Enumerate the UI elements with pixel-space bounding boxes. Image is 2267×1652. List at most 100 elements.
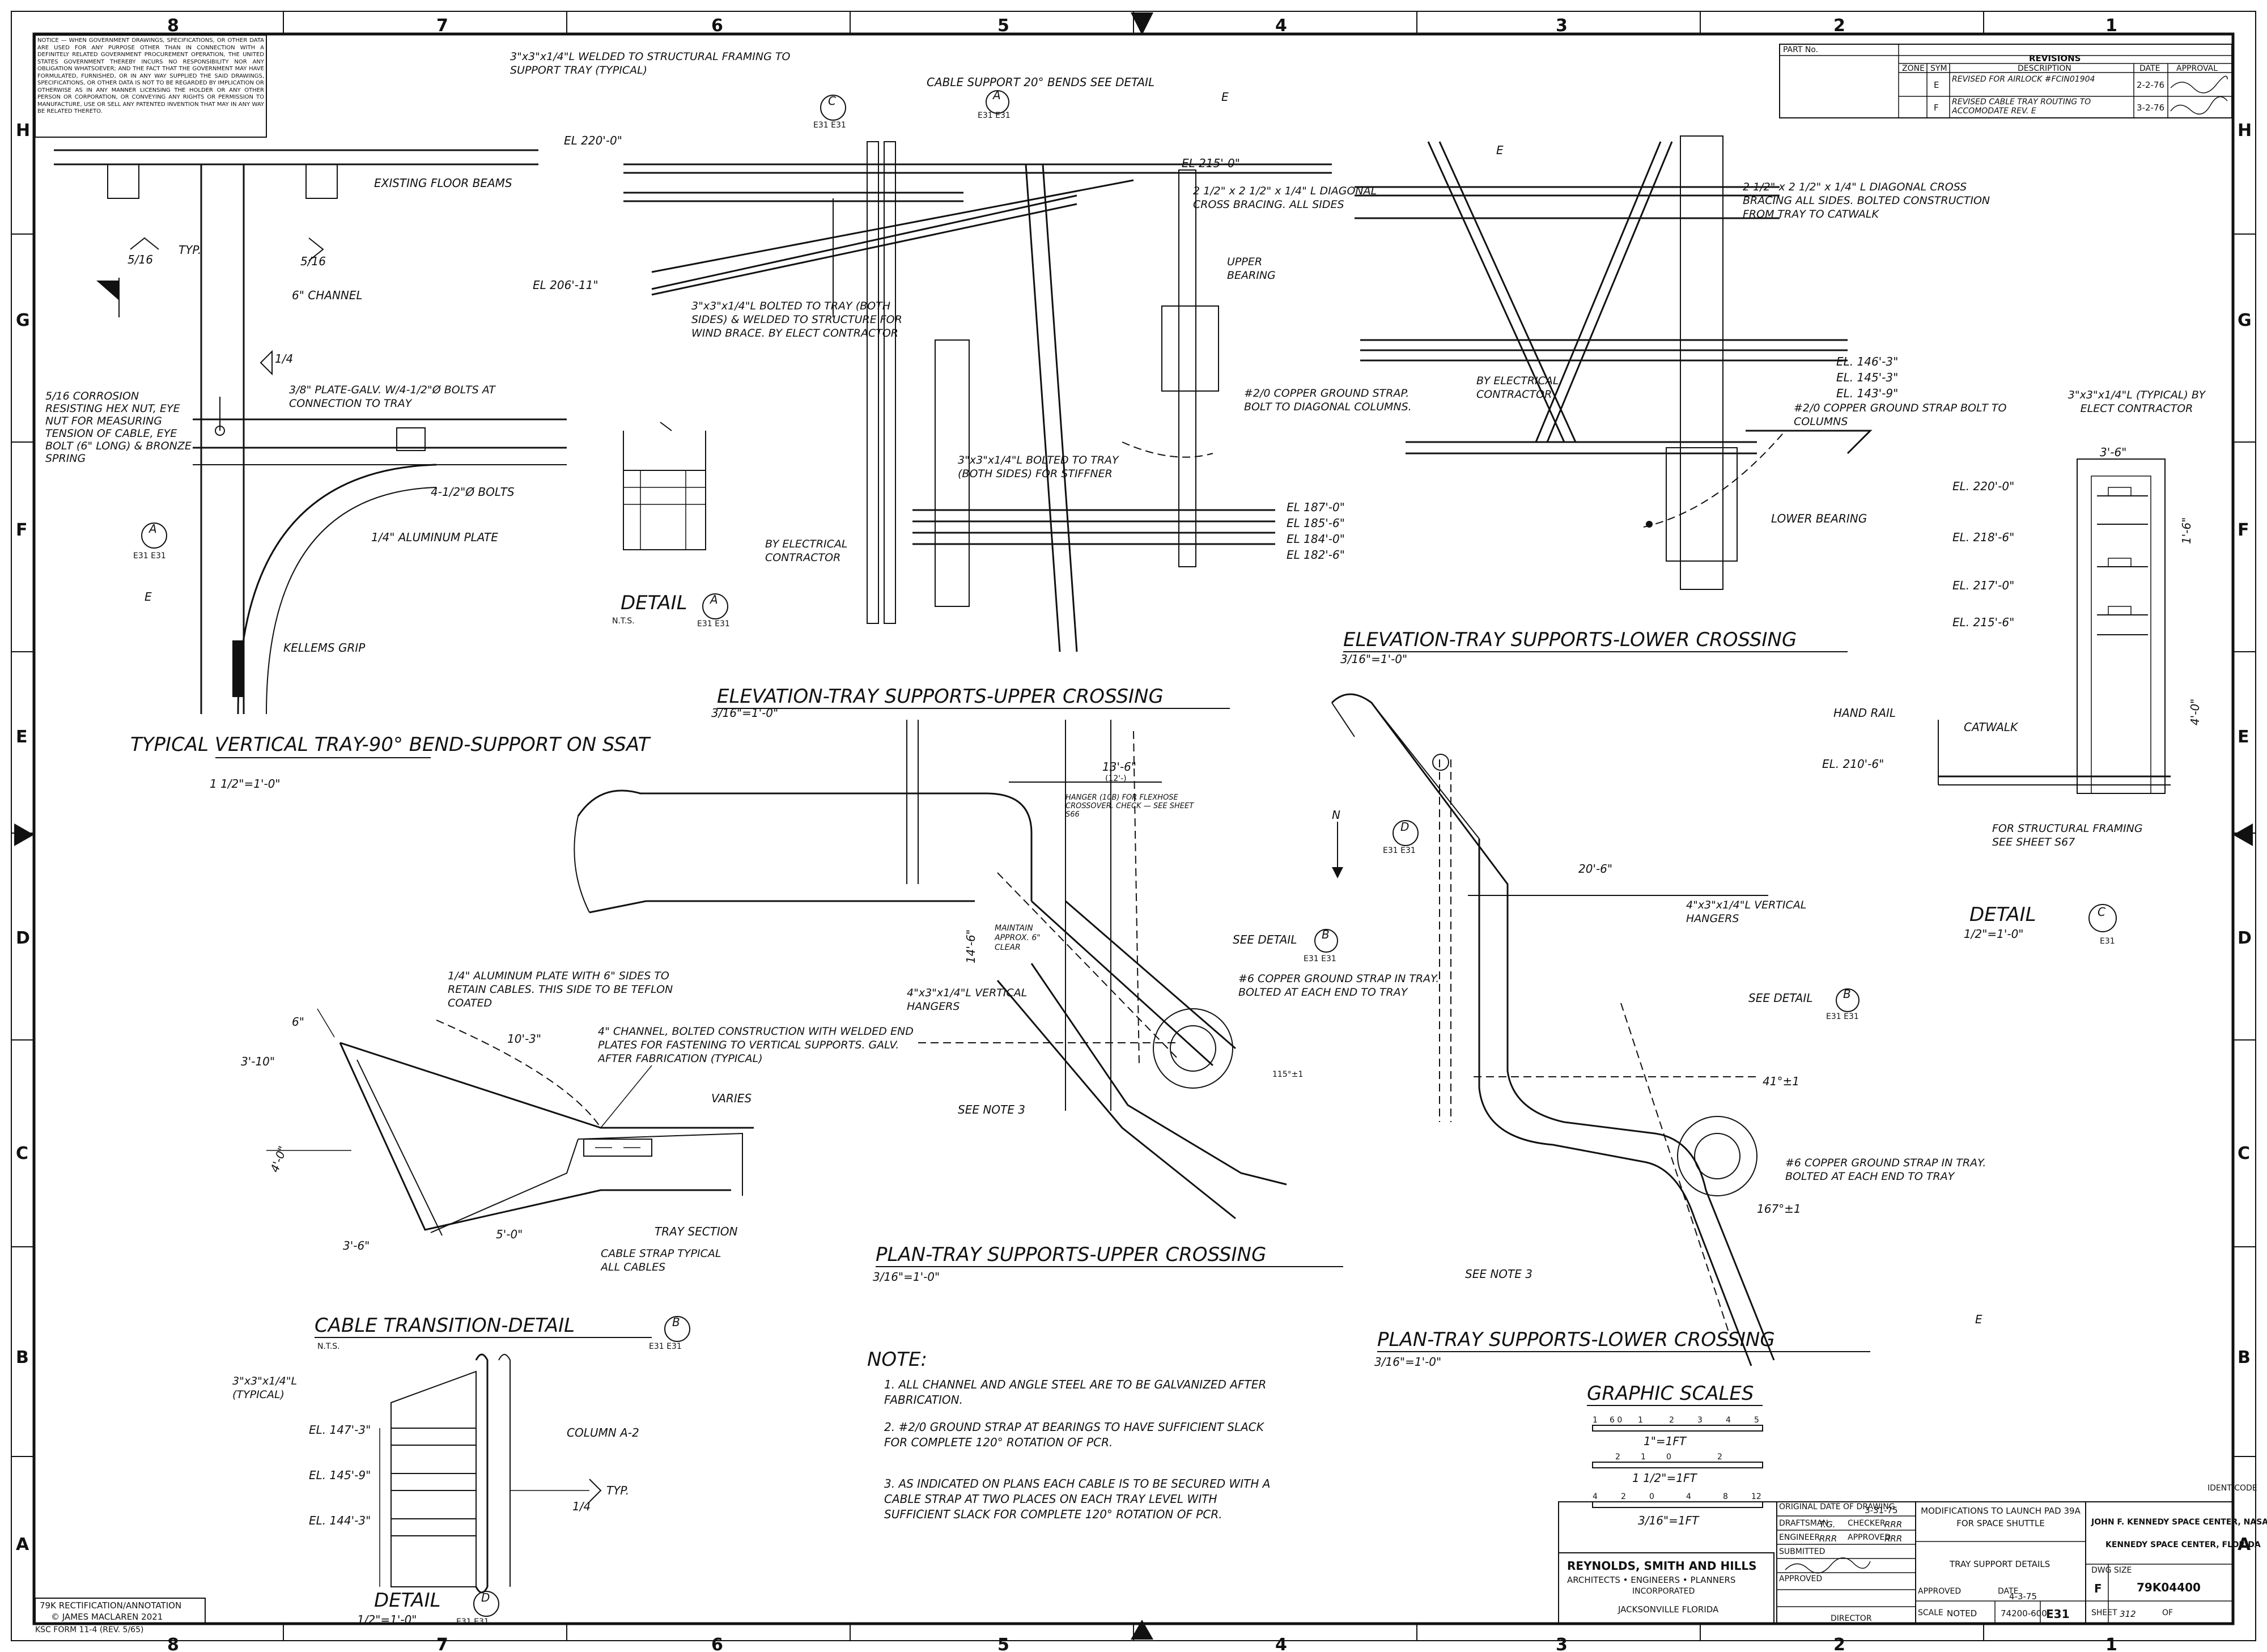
tb-nasa: JOHN F. KENNEDY SPACE CENTER, NASA <box>2091 1518 2267 1527</box>
scale1-tick-2: 1 <box>1638 1416 1643 1425</box>
lower-elevation-view: E 2 1/2" x 2 1/2" x 1/4" L DIAGONAL CROS… <box>1340 135 2006 666</box>
tb-dwg-size-label: DWG SIZE <box>2091 1566 2132 1575</box>
tb-approved-label: APPROVED <box>1848 1533 1891 1542</box>
upper-plan-scale: 3/16"=1'-0" <box>873 1270 940 1284</box>
detail-c-letter: C <box>2098 905 2105 919</box>
vt-weld-1: 5/16 <box>128 253 153 266</box>
detail-d-el147: EL. 147'-3" <box>309 1423 371 1437</box>
lower-plan-see-note: SEE NOTE 3 <box>1465 1267 1532 1281</box>
vertical-tray-view: EXISTING FLOOR BEAMS TYP. 5/16 5/16 6" C… <box>45 149 651 791</box>
detail-b-varies: VARIES <box>711 1092 752 1105</box>
lower-plan-title: PLAN-TRAY SUPPORTS-LOWER CROSSING <box>1377 1328 1775 1351</box>
upper-elev-el185: EL 185'-6" <box>1287 516 1345 530</box>
vt-bolts: 4-1/2"Ø BOLTS <box>431 485 515 499</box>
detail-c-scale: 1/2"=1'-0" <box>1964 927 2024 941</box>
vt-channel: 6" CHANNEL <box>292 288 363 302</box>
detail-b-letter: B <box>672 1315 680 1329</box>
detail-d-typ: TYP. <box>606 1484 629 1497</box>
detail-d-letter: D <box>481 1591 490 1604</box>
vt-rev-mark: E <box>145 590 152 604</box>
tb-job-no: 74200-600 <box>2001 1608 2047 1619</box>
detail-d-weld: 1/4 <box>572 1500 591 1513</box>
notes-heading: NOTE: <box>867 1348 927 1371</box>
scale2-tick-1: 1 <box>1641 1453 1646 1462</box>
vt-callout-letter: A <box>148 522 157 536</box>
zone-col-2-bottom: 2 <box>1833 1635 1845 1652</box>
scale1-caption: 1"=1FT <box>1644 1434 1687 1448</box>
upper-elev-el215: EL 215'-0" <box>1182 156 1240 170</box>
detail-b-dim6: 5'-0" <box>496 1228 523 1241</box>
lower-plan-rev: E <box>1975 1313 1982 1326</box>
detail-a-title: DETAIL <box>621 592 687 614</box>
upper-plan-dim: 13'-6" <box>1102 760 1136 774</box>
upper-plan-detail-b-sheet: E31 E31 <box>1304 954 1336 963</box>
zone-col-3-bottom: 3 <box>1556 1635 1568 1652</box>
upper-elev-bolted: 3"x3"x1/4"L BOLTED TO TRAY (BOTH SIDES) … <box>691 300 902 339</box>
lower-elev-title: ELEVATION-TRAY SUPPORTS-LOWER CROSSING <box>1343 628 1797 651</box>
sheet-border <box>11 11 2256 1641</box>
detail-d-circle <box>473 1591 499 1617</box>
vt-grip: KELLEMS GRIP <box>283 641 366 655</box>
notice-text: NOTICE — WHEN GOVERNMENT DRAWINGS, SPECI… <box>37 37 264 114</box>
detail-d-el144: EL. 144'-3" <box>309 1514 371 1527</box>
detail-b-dim1: 6" <box>292 1015 304 1029</box>
lower-elev-scale: 3/16"=1'-0" <box>1340 652 1407 666</box>
upper-plan-angle: 115°±1 <box>1272 1070 1303 1079</box>
detail-c-title: DETAIL <box>1969 903 2036 926</box>
detail-c-el215: EL. 215'-6" <box>1952 615 2014 629</box>
zone-col-2: 2 <box>1833 16 1845 36</box>
upper-elev-upper-bearing: UPPER BEARING <box>1227 256 1276 282</box>
tb-checker: RRR <box>1884 1519 1902 1530</box>
vt-corrosion: 5/16 CORROSION RESISTING HEX NUT, EYE NU… <box>45 390 192 465</box>
detail-c: 3"x3"x1/4"L (TYPICAL) BY ELECT CONTRACTO… <box>1822 389 2205 946</box>
detail-a-scale: N.T.S. <box>612 617 635 626</box>
tb-original-date: 3-31-75 <box>1865 1505 1898 1515</box>
vt-existing-beams: EXISTING FLOOR BEAMS <box>374 176 512 190</box>
note-1: 1. ALL CHANNEL AND ANGLE STEEL ARE TO BE… <box>884 1378 1267 1407</box>
detail-b: 1/4" ALUMINUM PLATE WITH 6" SIDES TO RET… <box>241 970 914 1351</box>
annotation-line-1: 79K RECTIFICATION/ANNOTATION <box>40 1600 181 1611</box>
tb-engineer-label: ENGINEER <box>1779 1533 1820 1542</box>
lower-plan-view: N D E31 E31 20'-6" 4"x3"x1/4"L VERTICAL … <box>1331 693 1986 1369</box>
zone-col-1: 1 <box>2105 16 2117 36</box>
rev-row-f-sym: F <box>1934 103 1939 113</box>
lower-plan-see-detail-b: SEE DETAIL <box>1748 991 1812 1005</box>
rev-row-f-desc: REVISED CABLE TRAY ROUTING TO ACCOMODATE… <box>1952 97 2091 116</box>
detail-a-sheets: E31 E31 <box>697 619 730 628</box>
lower-plan-detail-b-sheet: E31 E31 <box>1826 1012 1859 1021</box>
vt-plate: 3/8" PLATE-GALV. W/4-1/2"Ø BOLTS AT CONN… <box>289 384 495 410</box>
zone-col-4-bottom: 4 <box>1275 1635 1287 1652</box>
rev-col-sym: SYM <box>1930 64 1947 73</box>
lower-elev-el143: EL. 143'-9" <box>1836 387 1898 400</box>
lower-plan-north: N <box>1332 808 1340 822</box>
lower-elev-el145: EL. 145'-3" <box>1836 371 1898 384</box>
zone-row-h: H <box>16 121 30 141</box>
tb-approved2-label: APPROVED <box>1779 1574 1822 1583</box>
zone-col-7-bottom: 7 <box>436 1635 448 1652</box>
zone-col-5-bottom: 5 <box>997 1635 1009 1652</box>
upper-elev-angle-weld: 3"x3"x1/4"L WELDED TO STRUCTURAL FRAMING… <box>510 50 791 77</box>
center-arrow-left-icon <box>14 823 34 846</box>
detail-c-hand-rail: HAND RAIL <box>1833 706 1896 720</box>
notice-box: NOTICE — WHEN GOVERNMENT DRAWINGS, SPECI… <box>35 35 267 138</box>
upper-elev-stiffener: 3"x3"x1/4"L BOLTED TO TRAY (BOTH SIDES) … <box>958 454 1119 480</box>
rev-row-e-sym: E <box>1934 80 1939 90</box>
detail-a: DETAIL A E31 E31 N.T.S. <box>612 422 730 628</box>
zone-row-b: B <box>16 1348 29 1368</box>
tb-firm-city: JACKSONVILLE FLORIDA <box>1618 1604 1719 1615</box>
detail-c-dim-v2: 4'-0" <box>2188 699 2202 725</box>
lower-plan-detail-b-circle <box>1836 988 1860 1012</box>
zone-row-a-right: A <box>2238 1535 2251 1555</box>
detail-c-sheet: E31 <box>2100 937 2115 946</box>
detail-b-channel: 4" CHANNEL, BOLTED CONSTRUCTION WITH WEL… <box>598 1025 914 1065</box>
detail-b-tray-section: TRAY SECTION <box>655 1225 738 1238</box>
upper-elev-by-elec: BY ELECTRICAL CONTRACTOR <box>765 538 848 564</box>
part-no-label: PART No. <box>1783 45 1818 54</box>
detail-c-el218: EL. 218'-6" <box>1952 530 2014 544</box>
lower-elev-rev: E <box>1496 143 1504 157</box>
scale3-tick-4: 8 <box>1723 1492 1728 1501</box>
detail-b-scale: N.T.S. <box>317 1342 340 1351</box>
scale3-tick-2: 0 <box>1649 1492 1654 1501</box>
detail-d: 3"x3"x1/4"L (TYPICAL) EL. 147'-3" EL. 14… <box>232 1353 639 1626</box>
